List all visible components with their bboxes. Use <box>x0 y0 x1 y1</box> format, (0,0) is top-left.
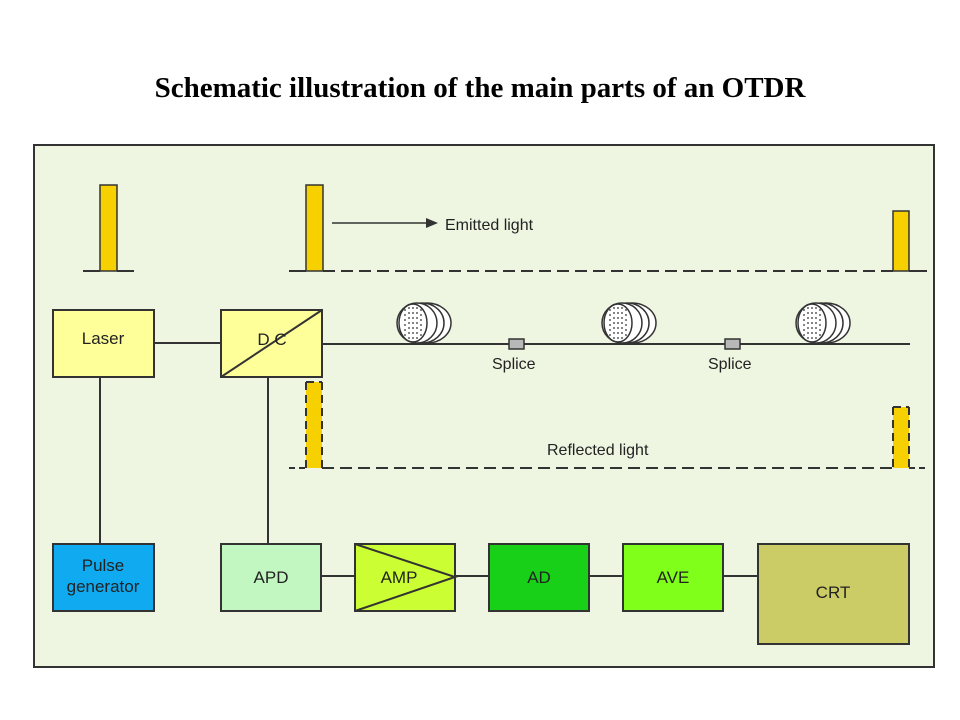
emitted-pulse-dc <box>289 184 324 272</box>
laser-label: Laser <box>82 329 125 348</box>
fiber-reel-icon <box>396 302 452 344</box>
ave-label: AVE <box>657 568 690 587</box>
splice-label-2: Splice <box>708 356 752 373</box>
amp-block <box>354 543 459 612</box>
pulse-generator-label-2: generator <box>67 577 140 596</box>
ad-label: AD <box>527 568 551 587</box>
splice-icon <box>508 338 525 350</box>
emitted-pulse-end <box>892 210 927 272</box>
fiber-reel-icon <box>601 302 657 344</box>
emitted-arrow <box>332 218 438 228</box>
laser-block <box>52 309 155 378</box>
crt-block <box>757 543 910 645</box>
crt-label: CRT <box>816 583 851 602</box>
reflected-light-label: Reflected light <box>547 442 649 459</box>
ave-block <box>622 543 724 612</box>
splice-icon <box>724 338 741 350</box>
ad-block <box>488 543 590 612</box>
directional-coupler-block <box>220 309 323 378</box>
reflected-pulse-dc <box>289 381 323 469</box>
emitted-pulse-laser <box>83 184 134 272</box>
page-title: Schematic illustration of the main parts… <box>154 72 806 104</box>
emitted-light-label: Emitted light <box>445 217 534 234</box>
pulse-generator-label-1: Pulse <box>82 556 125 575</box>
pulse-generator-block <box>52 543 155 612</box>
amp-label: AMP <box>381 568 418 587</box>
connector-lines <box>99 342 758 577</box>
reflected-pulse-end <box>892 406 927 469</box>
dc-label: D C <box>257 330 286 349</box>
splice-label-1: Splice <box>492 356 536 373</box>
apd-label: APD <box>254 568 289 587</box>
apd-block <box>220 543 322 612</box>
fiber-reel-icon <box>795 302 851 344</box>
